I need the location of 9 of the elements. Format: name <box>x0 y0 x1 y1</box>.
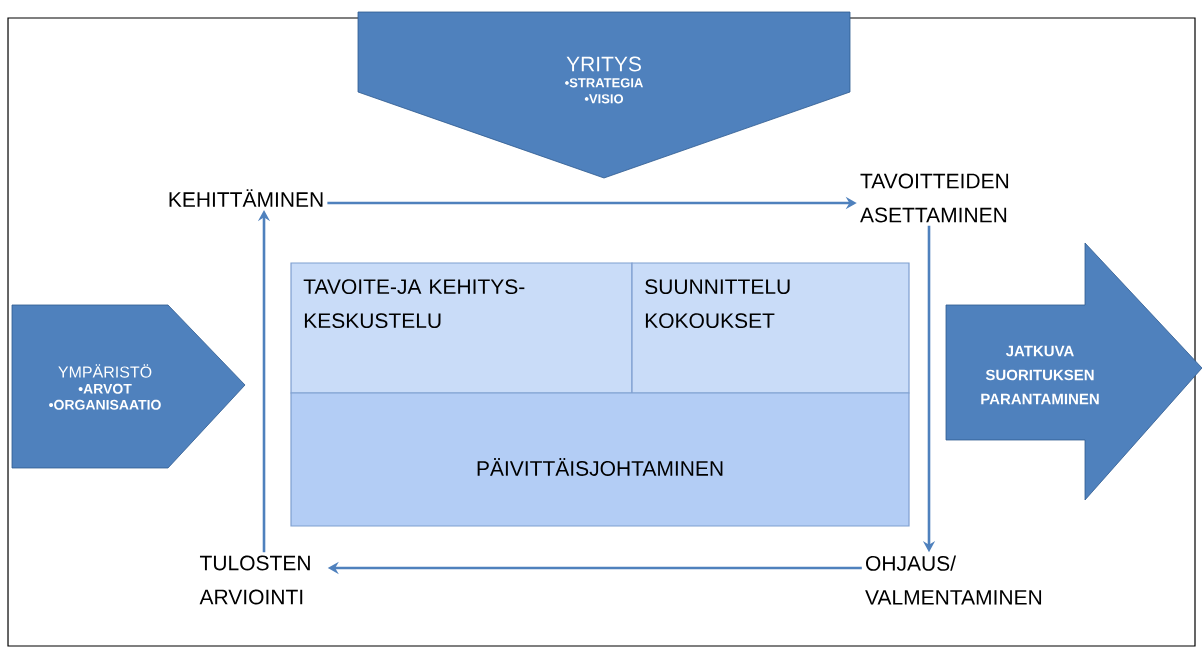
stage-label: TULOSTEN ARVIOINTI <box>199 555 310 605</box>
table-cell: TAVOITE-JA KEHITYS- KESKUSTELU <box>290 262 633 394</box>
table-cell: PÄIVITTÄISJOHTAMINEN <box>290 392 910 527</box>
banner-pentagon: YRITYS •STRATEGIA •VISIO <box>357 11 851 179</box>
stage-label: OHJAUS/ VALMENTAMINEN <box>865 555 1042 605</box>
arrow-pentagon: YMPÄRISTÖ •ARVOT •ORGANISAATIO <box>11 304 246 469</box>
table-cell: SUUNNITTELU KOKOUKSET <box>631 262 910 394</box>
stage-label: TAVOITTEIDEN ASETTAMINEN <box>860 173 1009 223</box>
stage-label: KEHITTÄMINEN <box>169 189 323 207</box>
